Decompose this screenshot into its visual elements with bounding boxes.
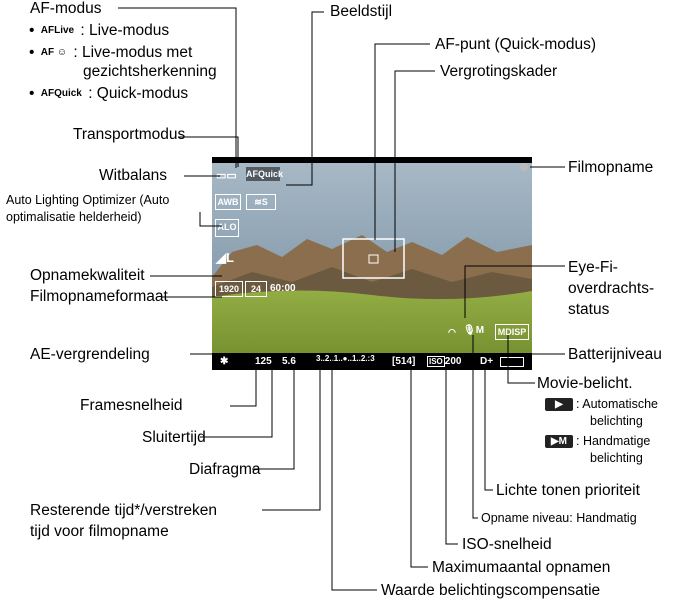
af-quick-screen-icon: AFQuick — [246, 167, 284, 181]
label-ae-lock: AE-vergrendeling — [30, 346, 150, 363]
label-aperture: Diafragma — [189, 461, 261, 478]
af-mode-item-quick: • AFQuick : Quick-modus — [29, 85, 189, 102]
label-movie-recording: Filmopname — [568, 159, 654, 176]
label-rec-level: Opname niveau: Handmatig — [481, 511, 637, 525]
label-max-shots: Maximumaantal opnamen — [432, 559, 611, 576]
fps-icon: 24 — [245, 281, 267, 297]
ae-lock-icon: ✱ — [220, 356, 229, 367]
aperture-readout: 5.6 — [282, 356, 296, 367]
af-mode-item-face-line2: gezichtsherkenning — [83, 63, 217, 80]
label-magnify-frame: Vergrotingskader — [440, 63, 558, 80]
label-alo-line2: optimalisatie helderheid) — [6, 210, 142, 224]
label-picture-style: Beeldstijl — [330, 3, 393, 20]
label-shutter: Sluitertijd — [142, 429, 206, 446]
highlight-priority-icon: D+ — [480, 356, 494, 367]
iso-label: ISO — [427, 356, 445, 367]
label-white-balance: Witbalans — [99, 167, 168, 184]
label-movie-exposure: Movie-belicht. — [537, 375, 633, 392]
af-live-icon: AFLive — [40, 25, 75, 37]
af-mode-item-face: • AF ☺ : Live-modus met — [29, 44, 193, 61]
landscape-image — [212, 157, 532, 370]
label-alo-line1: Auto Lighting Optimizer (Auto — [6, 193, 170, 207]
af-face-icon: AF ☺ — [40, 47, 68, 59]
label-eyefi-line2: overdrachts- — [568, 280, 655, 297]
label-battery: Batterijniveau — [568, 346, 662, 363]
movie-exposure-icon: MDISP — [495, 324, 529, 340]
label-highlight-priority: Lichte tonen prioriteit — [496, 482, 640, 499]
label-drive-mode: Transportmodus — [73, 126, 186, 143]
time-readout: 60:00 — [270, 283, 296, 294]
label-af-point: AF-punt (Quick-modus) — [435, 36, 597, 53]
label-remaining-line1: Resterende tijd*/verstreken — [30, 502, 217, 519]
label-manual-exp-line1: : Handmatige — [576, 434, 651, 448]
quality-icon: ◢L — [216, 250, 234, 265]
iso-value: 200 — [444, 356, 462, 367]
label-eyefi-line3: status — [568, 301, 610, 318]
live-view-screen: ▭▭ AFQuick AWB ≋S ALO ◢L 1920 24 60:00 ◠… — [212, 157, 532, 370]
label-exp-comp: Waarde belichtingscompensatie — [381, 582, 601, 599]
label-remaining-line2: tijd voor filmopname — [30, 523, 169, 540]
af-mode-item-quick-text: : Quick-modus — [88, 85, 189, 102]
af-mode-item-live-text: : Live-modus — [80, 22, 170, 39]
af-quick-icon: AFQuick — [40, 88, 82, 100]
manual-exposure-icon: ▶M — [545, 435, 573, 448]
af-mode-item-live: • AFLive : Live-modus — [29, 22, 170, 39]
max-shots-readout: [514] — [392, 356, 416, 367]
shutter-readout: 125 — [255, 356, 272, 367]
movie-size-icon: 1920 — [215, 281, 243, 297]
label-auto-exp-line2: belichting — [590, 414, 643, 428]
label-movie-format: Filmopnameformaat — [30, 288, 168, 305]
label-frame-rate: Framesnelheid — [80, 397, 183, 414]
alo-icon: ALO — [215, 219, 239, 237]
af-mode-title: AF-modus — [30, 0, 102, 17]
label-recording-quality: Opnamekwaliteit — [30, 267, 145, 284]
label-eyefi-line1: Eye-Fi- — [568, 259, 618, 276]
drive-mode-icon: ▭▭ — [216, 170, 237, 182]
mic-level-icon: 🎙M — [463, 325, 485, 336]
label-iso: ISO-snelheid — [462, 536, 552, 553]
label-manual-exp-line2: belichting — [590, 451, 643, 465]
exposure-scale: 3..2..1..●..1..2.:3 — [316, 354, 375, 363]
af-mode-item-face-text: : Live-modus met — [73, 44, 193, 61]
eyefi-icon: ◠ — [448, 327, 456, 337]
label-auto-exp-line1: : Automatische — [576, 397, 658, 411]
battery-icon — [500, 357, 524, 367]
auto-exposure-icon: ▶ — [545, 398, 573, 411]
picture-style-icon: ≋S — [246, 194, 276, 210]
awb-icon: AWB — [215, 194, 241, 210]
